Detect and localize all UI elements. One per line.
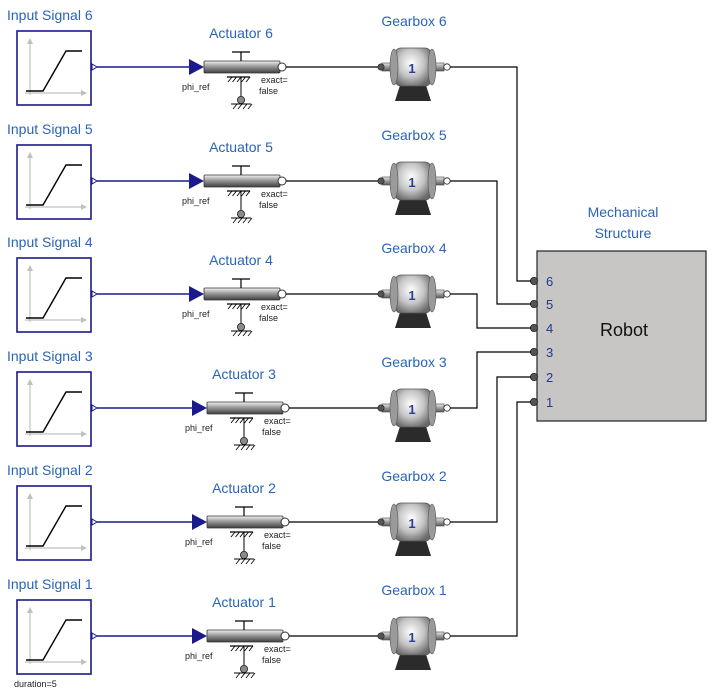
exact-param-label: exact= [264,644,291,654]
channel-row: Input Signal 1 duration=5 Actuator 1 phi_re… [7,401,531,689]
robot-port-label: 1 [546,395,553,410]
gearbox-label: Gearbox 2 [381,468,447,484]
actuator-label: Actuator 1 [212,594,276,610]
phi-ref-label: phi_ref [185,651,213,661]
robot-port-connector[interactable] [530,323,539,332]
gear-ratio-label: 1 [408,61,415,76]
actuator-block[interactable] [192,620,290,679]
robot-port-label: 5 [546,297,553,312]
actuator-block[interactable] [189,51,287,110]
channel-row: Input Signal 4 Actuator 4 phi_ref exact=fal… [7,234,531,337]
robot-port-connector[interactable] [530,397,539,406]
exact-param-label: exact= [261,189,288,199]
exact-value-label: false [259,86,278,96]
gearbox-block[interactable] [377,502,451,556]
input-signal-label: Input Signal 5 [7,121,93,137]
input-signal-block[interactable] [16,257,98,333]
actuator-block[interactable] [189,278,287,337]
duration-label: duration=5 [14,679,57,689]
robot-port-connector[interactable] [530,276,539,285]
exact-param-label: exact= [261,302,288,312]
mechanical-structure-title-line1: Mechanical [588,204,659,220]
gearbox-block[interactable] [377,161,451,215]
robot-connection-wire [450,180,531,305]
input-signal-label: Input Signal 6 [7,7,93,23]
exact-value-label: false [262,427,281,437]
gearbox-block[interactable] [377,388,451,442]
gearbox-label: Gearbox 3 [381,354,447,370]
input-signal-label: Input Signal 1 [7,576,93,592]
gearbox-block[interactable] [377,274,451,328]
exact-param-label: exact= [264,416,291,426]
phi-ref-label: phi_ref [182,196,210,206]
channel-row: Input Signal 3 Actuator 3 phi_ref exact=fal… [7,348,531,451]
exact-value-label: false [259,200,278,210]
exact-value-label: false [262,541,281,551]
robot-port-label: 6 [546,274,553,289]
actuator-label: Actuator 6 [209,25,273,41]
actuator-label: Actuator 3 [212,366,276,382]
actuator-block[interactable] [189,165,287,224]
exact-value-label: false [262,655,281,665]
robot-block[interactable] [536,250,707,422]
mechanical-structure-title-line2: Structure [595,225,652,241]
input-signal-block[interactable] [16,144,98,220]
exact-value-label: false [259,313,278,323]
robot-port-label: 3 [546,345,553,360]
actuator-label: Actuator 5 [209,139,273,155]
input-signal-block[interactable] [16,30,98,106]
gearbox-block[interactable] [377,47,451,101]
actuator-block[interactable] [192,392,290,451]
gear-ratio-label: 1 [408,402,415,417]
phi-ref-label: phi_ref [182,309,210,319]
input-signal-block[interactable] [16,371,98,447]
mechanical-structure: Mechanical Structure Robot 6 5 4 3 2 1 [530,204,707,422]
gearbox-label: Gearbox 6 [381,13,447,29]
input-signal-label: Input Signal 4 [7,234,93,250]
actuator-block[interactable] [192,506,290,565]
channel-row: Input Signal 5 Actuator 5 phi_ref exact=fal… [7,121,531,305]
phi-ref-label: phi_ref [185,423,213,433]
actuator-label: Actuator 4 [209,252,273,268]
input-signal-label: Input Signal 3 [7,348,93,364]
gear-ratio-label: 1 [408,288,415,303]
gearbox-label: Gearbox 1 [381,582,447,598]
actuator-label: Actuator 2 [212,480,276,496]
phi-ref-label: phi_ref [185,537,213,547]
exact-param-label: exact= [261,75,288,85]
robot-label: Robot [600,320,648,340]
robot-connection-wire [450,376,531,523]
input-signal-label: Input Signal 2 [7,462,93,478]
gearbox-block[interactable] [377,616,451,670]
robot-port-connector[interactable] [530,299,539,308]
input-signal-block[interactable] [16,485,98,561]
gearbox-label: Gearbox 5 [381,127,447,143]
robot-connection-wire [450,401,531,637]
robot-port-connector[interactable] [530,372,539,381]
robot-port-connector[interactable] [530,347,539,356]
gear-ratio-label: 1 [408,516,415,531]
exact-param-label: exact= [264,530,291,540]
robot-connection-wire [450,66,531,282]
robot-connection-wire [450,351,531,409]
robot-connection-wire [450,293,531,329]
gear-ratio-label: 1 [408,630,415,645]
phi-ref-label: phi_ref [182,82,210,92]
gearbox-label: Gearbox 4 [381,240,447,256]
gear-ratio-label: 1 [408,175,415,190]
input-signal-block[interactable] [16,599,98,675]
robot-port-label: 4 [546,321,553,336]
robot-port-label: 2 [546,370,553,385]
